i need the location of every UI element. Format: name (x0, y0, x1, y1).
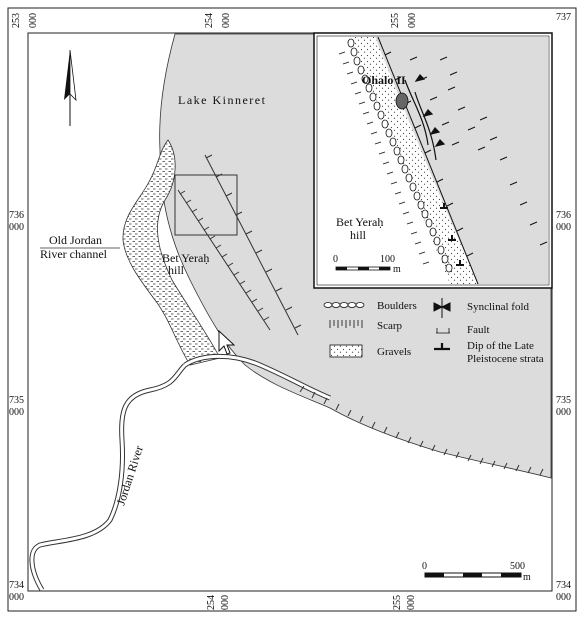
inset-boulders (347, 38, 453, 273)
grid-bottom-minor-255: 000 (406, 595, 417, 610)
legend-dip-label-line2: Pleistocene strata (467, 353, 544, 365)
inset-scale-start: 0 (333, 254, 338, 265)
grid-bottom-major-254: 254 (206, 595, 217, 610)
gravels-area (122, 139, 221, 366)
grid-left-minor-735: 000 (9, 407, 24, 418)
grid-top-minor-255: 000 (407, 13, 418, 28)
grid-right-major-734: 734 (556, 580, 571, 591)
scale-bar-main: 0 500 m (422, 561, 531, 583)
legend-dip-label-line1: Dip of the Late (467, 340, 534, 352)
legend-boulders-symbol (323, 302, 365, 308)
grid-left-major-735: 735 (9, 395, 24, 406)
grid-bottom-major-255: 255 (392, 595, 403, 610)
scale-unit: m (523, 572, 531, 583)
grid-bottom-minor-254: 000 (220, 595, 231, 610)
grid-right-minor-734: 000 (556, 592, 571, 603)
grid-left-minor-734: 000 (9, 592, 24, 603)
grid-right-major-735: 735 (556, 395, 571, 406)
legend-dip-symbol (434, 343, 450, 351)
hill-label-line2: hill (168, 263, 185, 277)
legend-fault-symbol (436, 328, 450, 334)
grid-top-right-737: 737 (556, 12, 571, 23)
scarp-line-main (177, 189, 271, 331)
scale-start: 0 (422, 561, 427, 572)
inset-scale-bar: 0 100 m (333, 254, 401, 275)
inset-location-box (174, 174, 238, 236)
grid-left-major-734: 734 (9, 580, 24, 591)
inset-synclinal-folds (404, 74, 446, 161)
inset-site-label: Ohalo II (362, 73, 406, 87)
inset-hill-label-line1: Bet Yeraḥ (336, 215, 383, 229)
inset-scale-unit: m (393, 264, 401, 275)
inset-hill-label-line2: hill (350, 228, 367, 242)
grid-left-minor-736: 000 (9, 222, 24, 233)
inset-scale-end: 100 (380, 254, 395, 265)
old-channel-label-line2: River channel (40, 247, 108, 261)
lake-label: Lake Kinneret (178, 93, 266, 107)
grid-top-minor-253: 000 (28, 13, 39, 28)
grid-top-minor-254: 000 (221, 13, 232, 28)
legend-scarp-symbol (329, 320, 363, 328)
scale-end: 500 (510, 561, 525, 572)
legend-fault-label: Fault (467, 324, 490, 336)
grid-left-major-736: 736 (9, 210, 24, 221)
old-channel-label-line1: Old Jordan (49, 233, 102, 247)
legend-synclinal-fold-label: Synclinal fold (467, 301, 530, 313)
north-arrow-icon (64, 49, 77, 126)
legend-gravels-label: Gravels (377, 346, 411, 358)
grid-right-major-736: 736 (556, 210, 571, 221)
grid-top-major-255: 255 (390, 13, 401, 28)
inset-map: Ohalo II Bet Yeraḥ hill 0 100 m (313, 32, 553, 289)
legend-boulders-label: Boulders (377, 300, 417, 312)
inset-dip-marks (440, 203, 464, 266)
legend-gravels-symbol (329, 344, 363, 358)
grid-top: 253 000 254 000 255 000 737 (11, 12, 571, 28)
grid-top-major-253: 253 (11, 13, 22, 28)
grid-right-minor-736: 000 (556, 222, 571, 233)
legend: Boulders Scarp Gravels Synclinal fold Fa… (323, 298, 544, 365)
inset-scarp (338, 51, 430, 265)
grid-bottom: 254 000 255 000 (206, 595, 417, 610)
mouse-pointer-icon (218, 330, 236, 355)
grid-right: 736 000 735 000 734 000 (556, 210, 571, 603)
legend-synclinal-fold-symbol (433, 298, 451, 318)
ohalo-site-marker (395, 92, 409, 110)
scarp-line-south (299, 385, 544, 476)
grid-left: 736 000 735 000 734 000 (9, 210, 24, 603)
grid-top-major-254: 254 (204, 13, 215, 28)
hill-label-line1: Bet Yeraḥ (162, 251, 209, 265)
legend-scarp-label: Scarp (377, 320, 403, 332)
grid-right-minor-735: 000 (556, 407, 571, 418)
